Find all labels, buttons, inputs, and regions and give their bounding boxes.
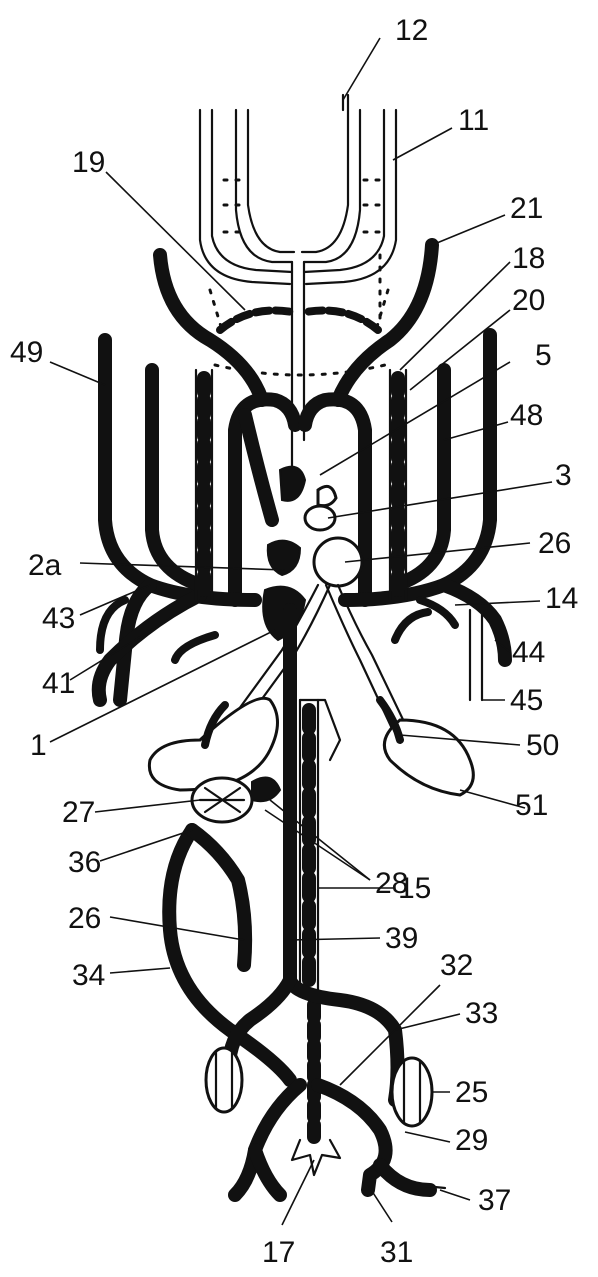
label-43: 43 (42, 602, 75, 635)
label-26-bottom: 26 (68, 902, 101, 935)
label-20: 20 (512, 284, 545, 317)
label-19: 19 (72, 146, 105, 179)
label-12: 12 (395, 14, 428, 47)
label-2a: 2a (28, 549, 62, 582)
label-45: 45 (510, 684, 543, 717)
label-32: 32 (440, 949, 473, 982)
label-21: 21 (510, 192, 543, 225)
label-26-top: 26 (538, 527, 571, 560)
label-25: 25 (455, 1076, 488, 1109)
label-51: 51 (515, 789, 548, 822)
label-1: 1 (30, 729, 47, 762)
label-3: 3 (555, 459, 572, 492)
label-44: 44 (512, 636, 545, 669)
label-36: 36 (68, 846, 101, 879)
label-31: 31 (380, 1236, 413, 1269)
label-11: 11 (458, 104, 489, 137)
label-39: 39 (385, 922, 418, 955)
label-50: 50 (526, 729, 559, 762)
label-48: 48 (510, 399, 543, 432)
label-15: 15 (398, 872, 431, 905)
label-33: 33 (465, 997, 498, 1030)
label-34: 34 (72, 959, 105, 992)
label-18: 18 (512, 242, 545, 275)
label-41: 41 (42, 667, 75, 700)
label-5: 5 (535, 339, 552, 372)
label-37: 37 (478, 1184, 511, 1217)
label-17: 17 (262, 1236, 295, 1269)
label-49: 49 (10, 336, 43, 369)
label-14: 14 (545, 582, 578, 615)
label-29: 29 (455, 1124, 488, 1157)
label-27: 27 (62, 796, 95, 829)
